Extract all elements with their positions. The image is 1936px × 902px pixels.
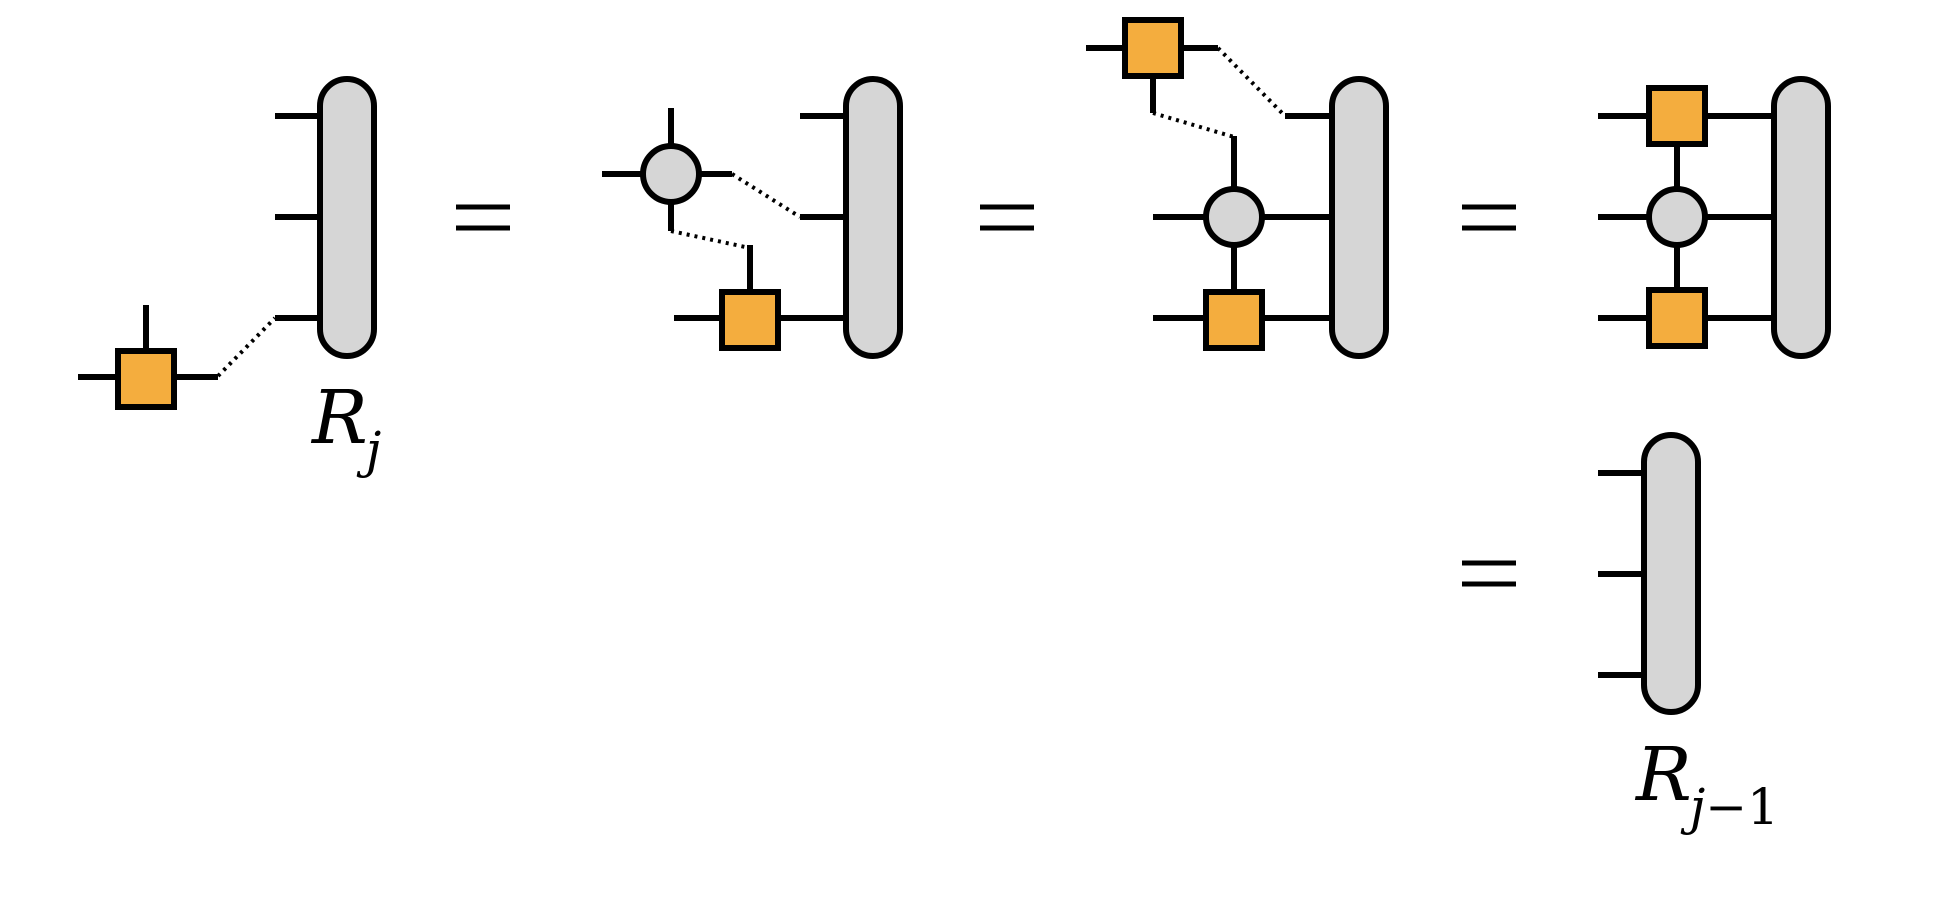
pill-tensor-r-j-1-legs xyxy=(1598,470,1646,678)
square-tensor xyxy=(719,289,781,351)
label-r-j: Rj xyxy=(310,375,381,479)
contraction-dotted-line xyxy=(670,229,751,250)
equals-sign-2 xyxy=(980,204,1034,231)
pill-tensor xyxy=(1771,76,1831,359)
pill-tensor xyxy=(1329,76,1389,359)
pill-tensor-r-j-legs xyxy=(275,113,322,321)
equals-sign-4 xyxy=(1462,560,1516,587)
diagram-step-3 xyxy=(1598,76,1831,359)
contraction-dotted-line xyxy=(216,316,277,378)
top-square-tensor xyxy=(1122,17,1184,79)
diagram-step-1 xyxy=(602,76,903,359)
square-tensor xyxy=(115,348,177,410)
circle-tensor xyxy=(1203,186,1265,248)
circle-tensor xyxy=(640,143,702,205)
pill-tensor-legs xyxy=(674,113,848,321)
pill-tensor-r-j-1 xyxy=(1641,432,1701,715)
pill-tensor xyxy=(843,76,903,359)
contraction-dotted-line xyxy=(1152,111,1235,139)
contraction-dotted-line xyxy=(1216,46,1287,118)
top-square-tensor xyxy=(1646,85,1708,147)
label-r-j-1: Rj−1 xyxy=(1634,732,1779,836)
square-tensor xyxy=(1203,289,1265,351)
equals-sign-3 xyxy=(1462,204,1516,231)
diagram-step-2 xyxy=(1086,17,1389,359)
diagram-lhs: Rj xyxy=(78,76,381,479)
contraction-dotted-line xyxy=(730,172,802,219)
circle-tensor xyxy=(1646,186,1708,248)
diagram-result: Rj−1 xyxy=(1598,432,1779,836)
bottom-square-tensor xyxy=(1646,287,1708,349)
equals-sign-1 xyxy=(456,204,510,231)
pill-tensor-r-j xyxy=(317,76,377,359)
